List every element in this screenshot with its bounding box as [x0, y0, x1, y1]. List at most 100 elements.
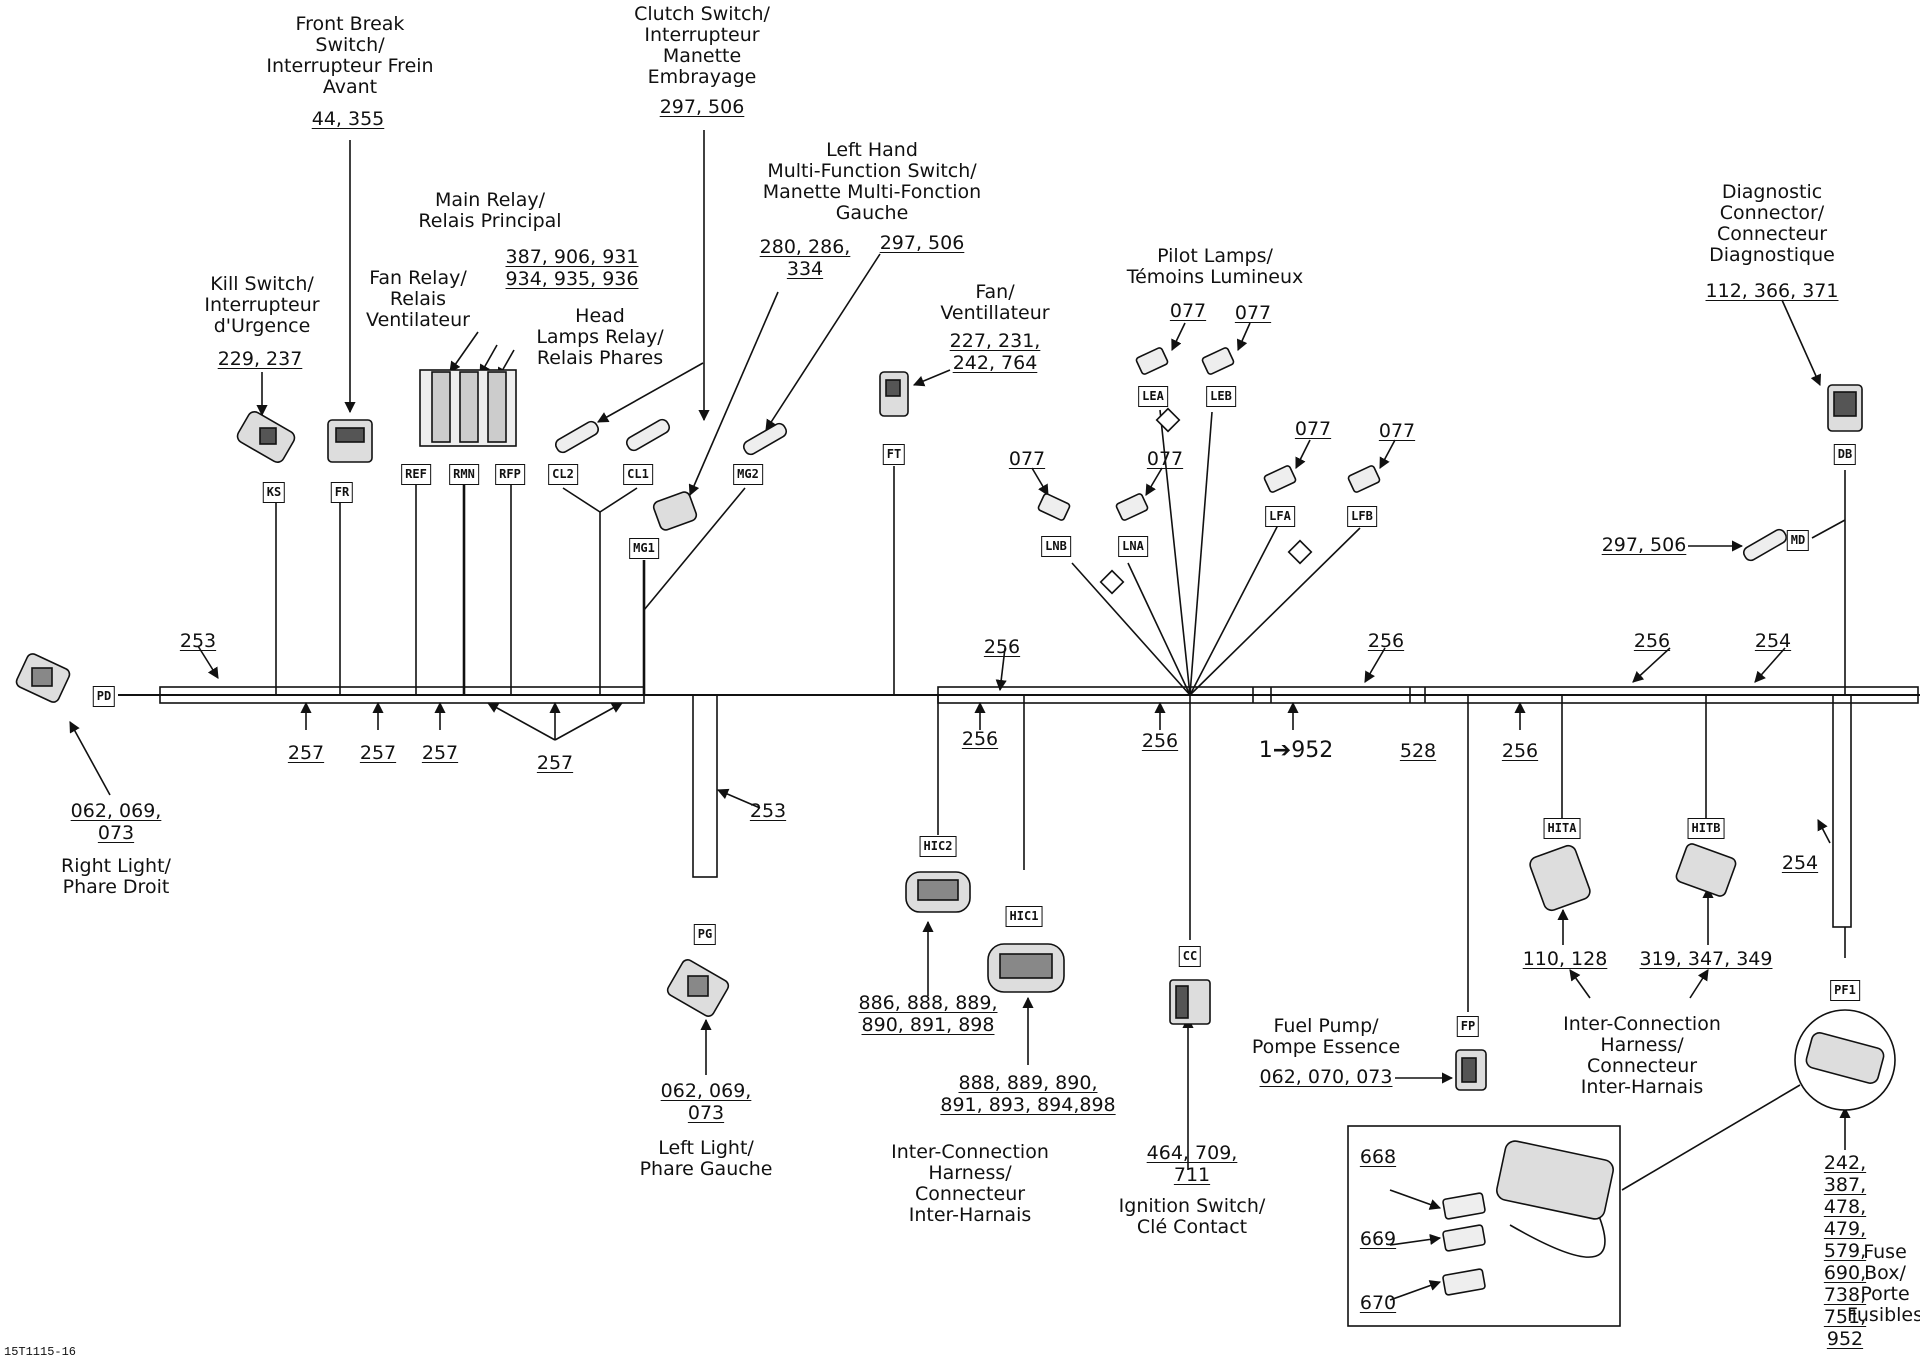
tag-mg2: MG2: [733, 464, 763, 485]
hic1-label: Inter-Connection Harness/ Connecteur Int…: [891, 1141, 1049, 1226]
hic1-refs: 888, 889, 890, 891, 893, 894,898: [940, 1072, 1116, 1116]
hic2-connector-icon: [905, 871, 971, 913]
right-light-refs: 062, 069, 073: [70, 800, 162, 844]
pilot-lamp-lna-icon: [1115, 493, 1149, 521]
harness-ref-256-top-mid: 256: [1367, 630, 1405, 652]
fuse-box-refs: 242, 387, 478, 479, 579, 690, 738, 751, …: [1823, 1152, 1867, 1350]
tag-hitb: HITB: [1687, 818, 1725, 839]
fan-refs: 227, 231, 242, 764: [949, 330, 1041, 374]
harness-ref-257-d: 257: [536, 752, 574, 774]
head-lamps-relay-label: Head Lamps Relay/ Relais Phares: [536, 305, 664, 369]
harness-ref-256-below-right: 256: [1501, 740, 1539, 762]
pilot-lamp-lfa-icon: [1263, 465, 1297, 493]
right-light-label: Right Light/ Phare Droit: [61, 855, 171, 898]
tag-mg1: MG1: [629, 538, 659, 559]
fuel-pump-refs: 062, 070, 073: [1259, 1066, 1393, 1088]
fan-label: Fan/ Ventillateur: [940, 281, 1050, 324]
left-light-label: Left Light/ Phare Gauche: [639, 1137, 773, 1180]
tag-cc: CC: [1178, 946, 1202, 967]
tag-lna: LNA: [1118, 536, 1148, 557]
fuse-669-ref: 669: [1359, 1228, 1397, 1250]
hic2-refs: 886, 888, 889, 890, 891, 898: [858, 992, 998, 1036]
pilot-ref-leb: 077: [1234, 302, 1272, 324]
fan-relay-label: Fan Relay/ Relais Ventilateur: [366, 267, 470, 331]
front-break-switch-icon: [327, 419, 373, 463]
harness-ref-253-down: 253: [749, 800, 787, 822]
tag-ft: FT: [882, 444, 906, 465]
diagnostic-label: Diagnostic Connector/ Connecteur Diagnos…: [1709, 181, 1835, 266]
diagnostic-connector-icon: [1827, 384, 1863, 432]
tag-fr: FR: [330, 482, 354, 503]
ignition-connector-icon: [1169, 979, 1211, 1025]
pilot-ref-lfb: 077: [1378, 420, 1416, 442]
hita-connector-icon: [1529, 844, 1591, 912]
tag-leb: LEB: [1206, 386, 1236, 407]
tag-rfp: RFP: [495, 464, 525, 485]
main-relay-label: Main Relay/ Relais Principal: [418, 189, 562, 232]
fuse-670-ref: 670: [1359, 1292, 1397, 1314]
tag-pf1: PF1: [1830, 980, 1860, 1001]
pilot-ref-lnb: 077: [1008, 448, 1046, 470]
harness-ref-256-top-left: 256: [983, 636, 1021, 658]
left-hand-switch-label: Left Hand Multi-Function Switch/ Manette…: [762, 139, 982, 224]
mg2-connector-icon: [742, 422, 788, 456]
right-light-connector-icon: [15, 653, 71, 703]
kill-switch-refs: 229, 237: [217, 348, 303, 370]
circuit-ref: 1➔952: [1258, 738, 1334, 763]
tag-fp: FP: [1456, 1016, 1480, 1037]
pilot-ref-lfa: 077: [1294, 418, 1332, 440]
pilot-lamp-lea-icon: [1135, 347, 1169, 375]
pilot-lamp-lnb-icon: [1037, 493, 1071, 521]
fan-connector-icon: [879, 371, 909, 417]
fuse-box-icon: [1805, 1032, 1885, 1084]
clutch-switch-connector-icon: [554, 420, 600, 454]
fuse-668-ref: 668: [1359, 1146, 1397, 1168]
ignition-label: Ignition Switch/ Clé Contact: [1118, 1195, 1266, 1238]
front-break-refs: 44, 355: [311, 108, 385, 130]
kill-switch-label: Kill Switch/ Interrupteur d'Urgence: [204, 273, 320, 337]
left-hand-switch-refs: 297, 506: [879, 232, 965, 254]
pilot-lamps-label: Pilot Lamps/ Témoins Lumineux: [1126, 245, 1304, 288]
harness-ref-254-down: 254: [1781, 852, 1819, 874]
front-break-label: Front Break Switch/ Interrupteur Frein A…: [266, 13, 434, 98]
hic1-connector-icon: [987, 943, 1065, 993]
harness-ref-257-c: 257: [421, 742, 459, 764]
fuse-670-icon: [1442, 1268, 1486, 1296]
tag-pd: PD: [92, 686, 116, 707]
clutch-switch-connector-2-icon: [625, 418, 671, 452]
clutch-label: Clutch Switch/ Interrupteur Manette Embr…: [634, 3, 770, 88]
pilot-lamp-leb-icon: [1201, 347, 1235, 375]
harness-ref-257-b: 257: [359, 742, 397, 764]
fuse-box-label: Fuse Box/ Porte Fusibles: [1846, 1241, 1920, 1326]
md-refs: 297, 506: [1601, 534, 1687, 556]
harness-ref-256-top-right: 256: [1633, 630, 1671, 652]
left-light-refs: 062, 069, 073: [660, 1080, 752, 1124]
hitb-connector-icon: [1675, 843, 1737, 897]
ignition-refs: 464, 709, 711: [1146, 1142, 1238, 1186]
pilot-lamp-lfb-icon: [1347, 465, 1381, 493]
tag-ref: REF: [401, 464, 431, 485]
harness-sleeve-253-down: [692, 694, 718, 878]
tag-lea: LEA: [1138, 386, 1168, 407]
fuse-detail-frame: [1347, 1125, 1621, 1327]
clutch-refs: 297, 506: [659, 96, 745, 118]
relay-block-icon: [419, 369, 517, 447]
hitb-refs: 319, 347, 349: [1639, 948, 1773, 970]
harness-ref-254-top: 254: [1754, 630, 1792, 652]
fuse-box-enlarged-icon: [1496, 1140, 1614, 1220]
harness-ref-253-top: 253: [179, 630, 217, 652]
hitb-label: Inter-Connection Harness/ Connecteur Int…: [1563, 1013, 1721, 1098]
tag-md: MD: [1786, 530, 1810, 551]
harness-ref-528: 528: [1399, 740, 1437, 762]
tag-lfa: LFA: [1265, 506, 1295, 527]
tag-lfb: LFB: [1347, 506, 1377, 527]
diagnostic-refs: 112, 366, 371: [1705, 280, 1839, 302]
tag-rmn: RMN: [449, 464, 479, 485]
harness-ref-256-below-left: 256: [961, 728, 999, 750]
pilot-ref-lna: 077: [1146, 448, 1184, 470]
harness-ref-256-below-mid: 256: [1141, 730, 1179, 752]
tag-hita: HITA: [1543, 818, 1581, 839]
harness-ref-257-a: 257: [287, 742, 325, 764]
tag-lnb: LNB: [1041, 536, 1071, 557]
